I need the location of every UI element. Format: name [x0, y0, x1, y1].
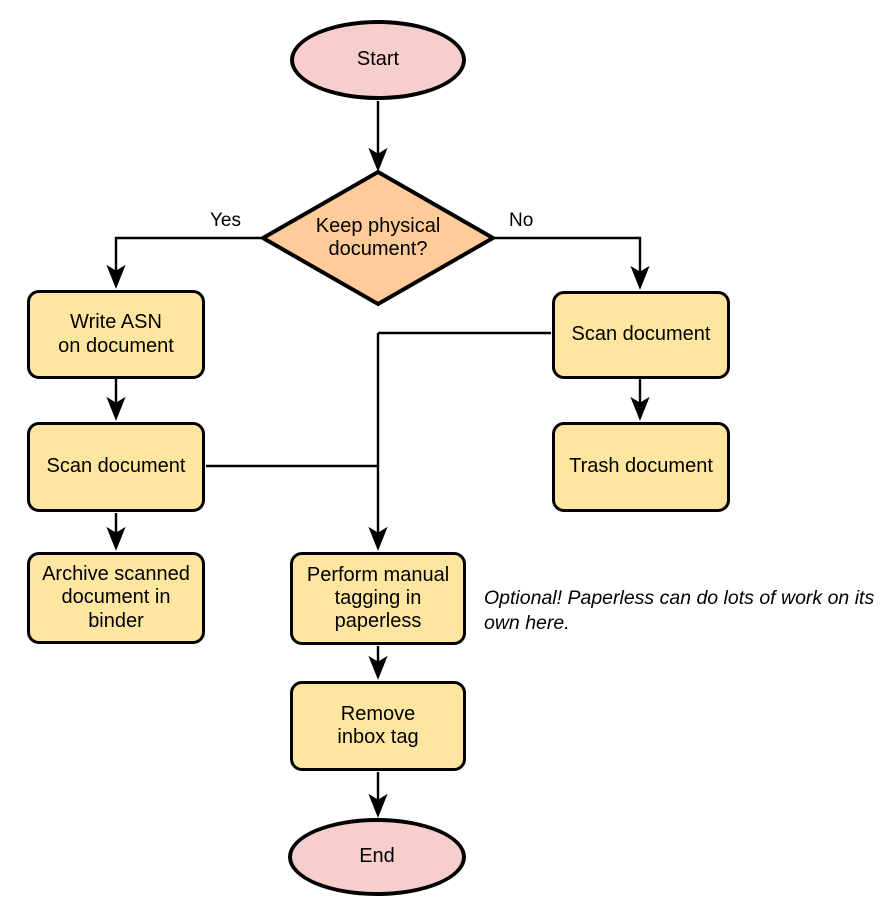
node-end[interactable]: End — [288, 818, 466, 896]
node-archive-scanned-document-in-binder[interactable]: Archive scanned document in binder — [27, 552, 205, 644]
node-trash-document-label: Trash document — [569, 455, 713, 478]
node-end-label: End — [359, 845, 395, 868]
annotation-optional-note: Optional! Paperless can do lots of work … — [484, 586, 884, 637]
node-archive-label: Archive scanned document in binder — [42, 563, 190, 632]
node-scan-document-right[interactable]: Scan document — [552, 291, 730, 379]
node-remove-inbox-tag-label: Remove inbox tag — [337, 702, 419, 748]
annotation-optional-note-text: Optional! Paperless can do lots of work … — [484, 587, 875, 635]
edge-label-no: No — [509, 210, 533, 232]
node-perform-manual-tagging-in-paperless[interactable]: Perform manual tagging in paperless — [290, 552, 466, 645]
edge-label-yes-text: Yes — [210, 210, 241, 231]
edge-label-yes: Yes — [210, 210, 241, 232]
node-write-asn-on-document[interactable]: Write ASN on document — [27, 290, 205, 379]
edge-decision-yes-to-write-asn — [106, 236, 263, 289]
node-start[interactable]: Start — [290, 20, 466, 100]
edge-label-no-text: No — [509, 210, 534, 231]
node-scan-document-left[interactable]: Scan document — [27, 422, 205, 512]
decision-diamond-shape — [258, 169, 498, 307]
edge-decision-no-to-scan-right — [493, 236, 650, 290]
node-start-label: Start — [356, 48, 400, 71]
node-scan-document-left-label: Scan document — [46, 455, 186, 478]
node-write-asn-label: Write ASN on document — [58, 311, 174, 357]
node-remove-inbox-tag[interactable]: Remove inbox tag — [290, 681, 466, 771]
node-trash-document[interactable]: Trash document — [552, 422, 730, 512]
node-scan-document-right-label: Scan document — [571, 323, 711, 346]
node-manual-tagging-label: Perform manual tagging in paperless — [306, 563, 450, 633]
